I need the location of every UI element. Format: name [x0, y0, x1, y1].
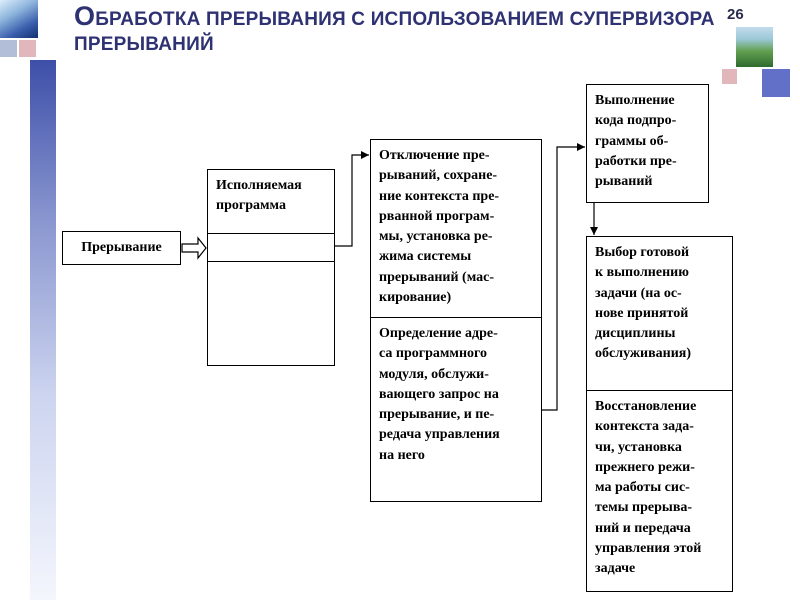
slide-title: Обработка прерывания с использованием су…: [74, 1, 715, 56]
interrupt-label: Прерывание: [81, 239, 162, 255]
left-accent-bar: [30, 60, 56, 600]
scheduler-steps-box: Выбор готовой к выполнению задачи (на ос…: [586, 236, 733, 592]
interrupt-block-arrow: [181, 236, 207, 260]
interrupt-point-slot: [208, 233, 334, 262]
interrupt-box: Прерывание: [62, 231, 181, 265]
step-find-handler-module: Определение адре- са программного модуля…: [371, 317, 541, 501]
slide-number: 26: [727, 6, 744, 23]
step-select-task: Выбор готовой к выполнению задачи (на ос…: [587, 237, 732, 390]
corner-photo-left: [0, 0, 38, 38]
executing-program-box: Исполняемая программа: [207, 169, 335, 366]
corner-photo-right: [736, 27, 773, 67]
run-handler-box: Выполнение кода подпро- граммы об- работ…: [586, 84, 709, 203]
step-find-handler-module-text: Определение адре- са программного модуля…: [379, 326, 500, 463]
decor-square-pale-blue: [0, 40, 17, 57]
decor-square-pink-right: [722, 69, 737, 84]
step-restore-context-text: Восстановление контекста зада- чи, устан…: [595, 399, 702, 577]
step-disable-interrupts: Отключение пре- рываний, сохране- ние ко…: [371, 140, 541, 317]
decor-square-pink-left: [19, 40, 36, 57]
step-select-task-text: Выбор готовой к выполнению задачи (на ос…: [595, 245, 692, 362]
run-handler-text: Выполнение кода подпро- граммы об- работ…: [595, 93, 677, 190]
step-disable-interrupts-text: Отключение пре- рываний, сохране- ние ко…: [379, 148, 500, 306]
executing-program-label: Исполняемая программа: [216, 178, 302, 214]
decor-square-periwinkle: [762, 69, 790, 97]
step-restore-context: Восстановление контекста зада- чи, устан…: [587, 390, 732, 591]
arrow-supervisor-to-handler: [542, 143, 585, 411]
supervisor-steps-box: Отключение пре- рываний, сохране- ние ко…: [370, 139, 542, 502]
arrow-program-to-supervisor: [335, 151, 369, 247]
